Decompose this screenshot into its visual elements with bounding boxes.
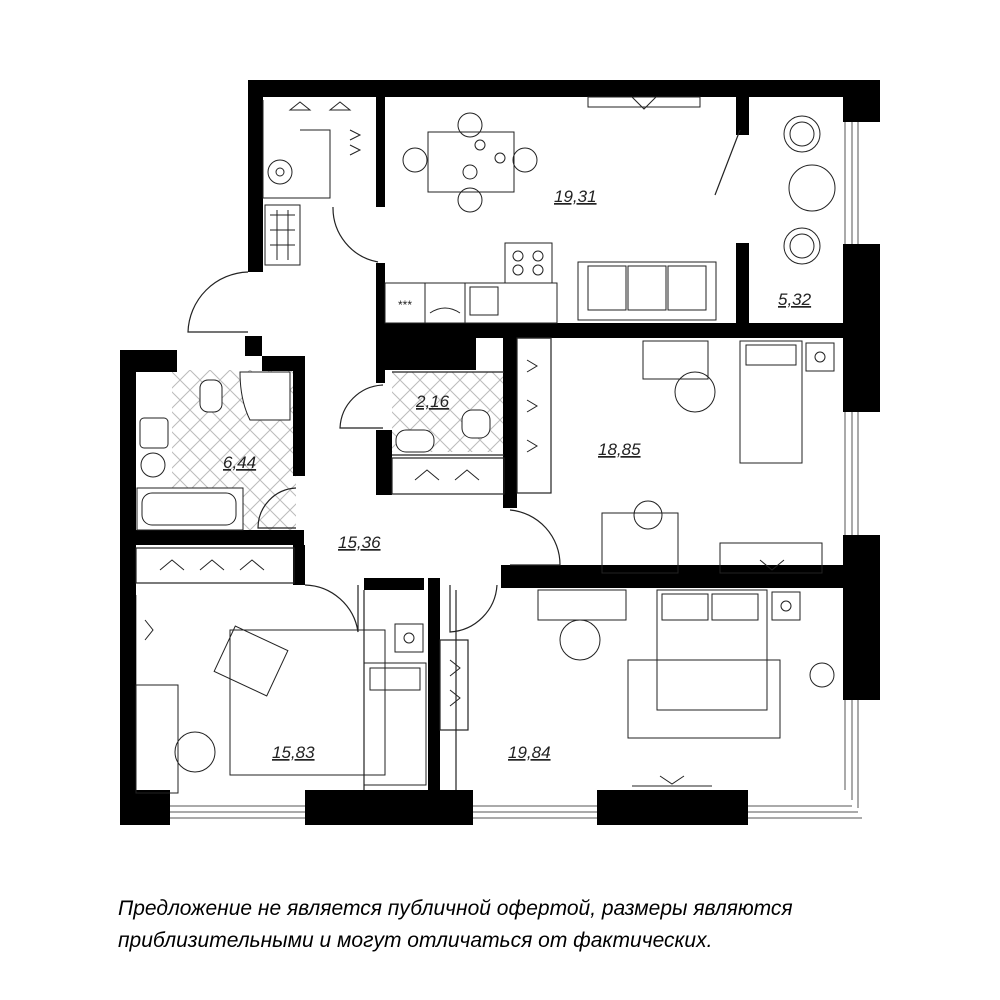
- tv: [587, 96, 701, 110]
- room-area-wc: 2,16: [415, 392, 450, 411]
- room-labels: 19,31 5,32 6,44 2,16 18,85 15,36 15,83 1…: [223, 187, 812, 762]
- floor-plan: ***: [120, 80, 880, 825]
- bedroom-2-furniture: [135, 619, 427, 794]
- room-area-bathroom: 6,44: [223, 453, 256, 472]
- room-area-kitchen-living: 19,31: [554, 187, 597, 206]
- disclaimer: Предложение не является публичной оферто…: [118, 893, 918, 957]
- partitions: [135, 337, 552, 790]
- room-area-bedroom-3: 19,84: [508, 743, 551, 762]
- bedroom-3-furniture: [449, 589, 835, 787]
- balcony-furniture: [783, 115, 836, 265]
- room-area-balcony: 5,32: [778, 290, 812, 309]
- dining-table: [402, 112, 538, 213]
- walls: [120, 80, 880, 825]
- disclaimer-line-1: Предложение не является публичной оферто…: [118, 897, 793, 920]
- disclaimer-line-2: приблизительными и могут отличаться от ф…: [118, 929, 713, 952]
- room-area-bedroom-2: 15,83: [272, 743, 315, 762]
- hall-wardrobe: [159, 469, 480, 571]
- room-area-bedroom-1: 18,85: [598, 440, 641, 459]
- entry-wardrobe: [262, 100, 362, 266]
- kitchen-counter: ***: [384, 242, 558, 324]
- bathroom-fixtures: [136, 371, 291, 531]
- svg-text:***: ***: [398, 298, 412, 312]
- doors: [187, 129, 741, 633]
- sofa: [577, 261, 717, 321]
- room-area-hall: 15,36: [338, 533, 381, 552]
- bedroom-1-furniture: [526, 340, 835, 574]
- wc-fixtures: [395, 409, 491, 453]
